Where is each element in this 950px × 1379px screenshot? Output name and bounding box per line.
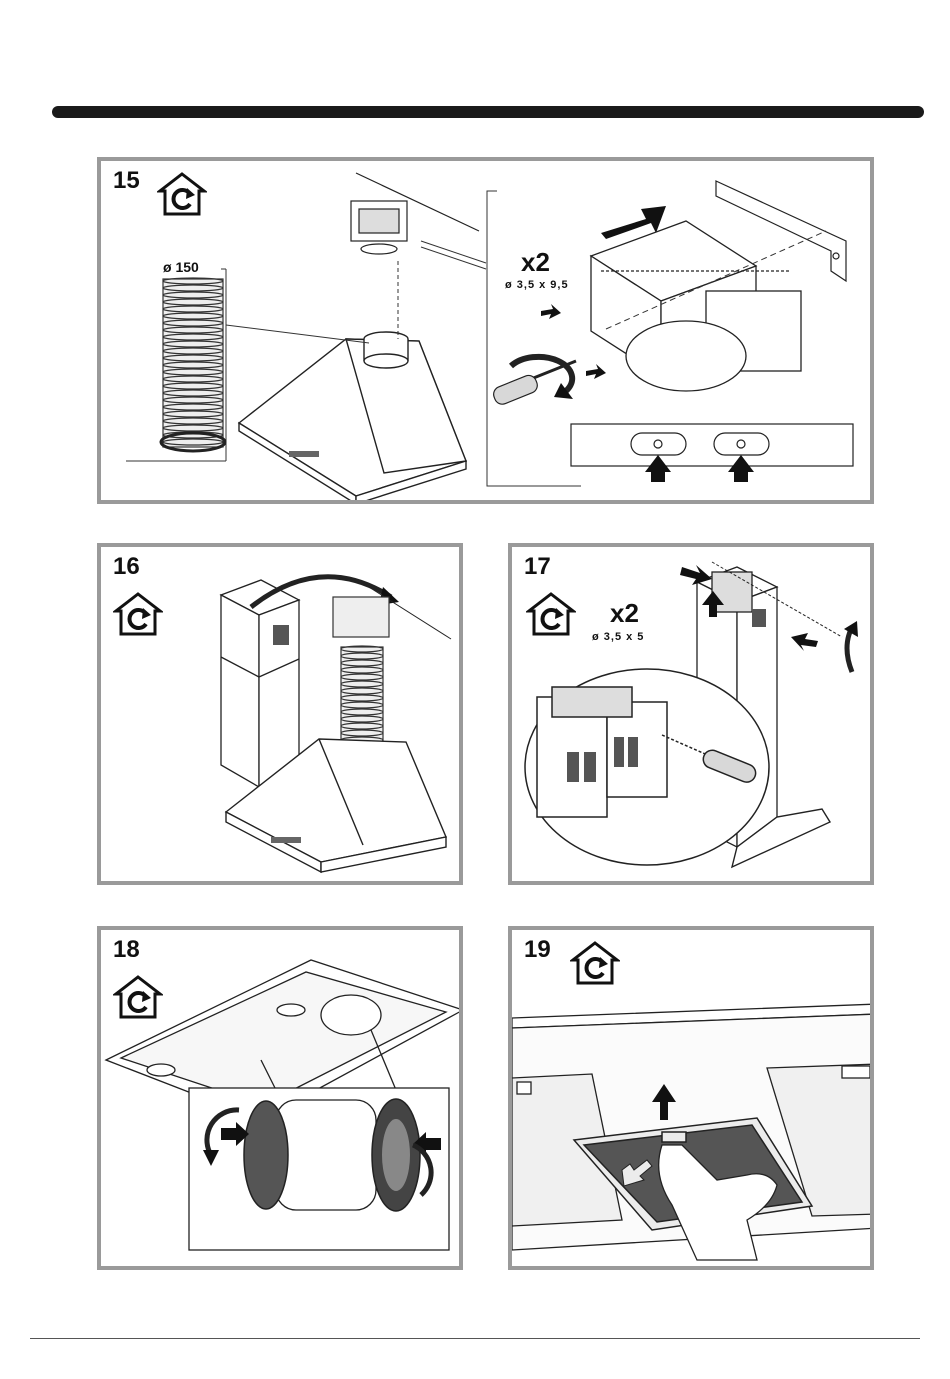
house-recirculation-icon — [113, 974, 163, 1020]
screw-size-label: ø 3,5 x 9,5 — [505, 279, 569, 291]
house-recirculation-icon — [113, 591, 163, 637]
step-19-illustration — [512, 930, 874, 1270]
duct-diameter-label: ø 150 — [163, 259, 199, 275]
header-rule — [52, 106, 924, 118]
screwdriver — [491, 361, 576, 407]
house-recirculation-icon — [526, 591, 576, 637]
step-19-panel: 19 — [508, 926, 874, 1270]
quantity-label: x2 — [610, 598, 639, 629]
step-number: 17 — [524, 553, 551, 581]
step-number: 16 — [113, 553, 140, 581]
house-recirculation-icon — [570, 940, 620, 986]
flexible-duct — [333, 597, 389, 747]
mounting-plate — [571, 424, 853, 466]
step-18-panel: 18 — [97, 926, 463, 1270]
step-17-panel: 17 x2 ø 3,5 x 5 — [508, 543, 874, 885]
cooker-hood — [239, 332, 466, 504]
house-recirculation-icon — [157, 171, 207, 217]
step-number: 15 — [113, 167, 140, 195]
fan-motor — [244, 1099, 420, 1211]
ceiling-fan-unit — [351, 173, 479, 254]
step-16-panel: 16 — [97, 543, 463, 885]
flexible-duct — [163, 278, 223, 447]
step-15-illustration — [101, 161, 874, 504]
step-15-panel: 15 x2 ø 3,5 x 9,5 ø 150 — [97, 157, 874, 504]
step-number: 19 — [524, 936, 551, 964]
quantity-label: x2 — [521, 247, 550, 278]
chimney-cover — [221, 580, 299, 787]
carbon-filter-left — [244, 1101, 288, 1209]
step-number: 18 — [113, 936, 140, 964]
screw-size-label: ø 3,5 x 5 — [592, 631, 644, 643]
zoom-detail — [525, 669, 769, 865]
fan-motor-box — [591, 221, 801, 391]
footer-rule — [30, 1338, 920, 1339]
